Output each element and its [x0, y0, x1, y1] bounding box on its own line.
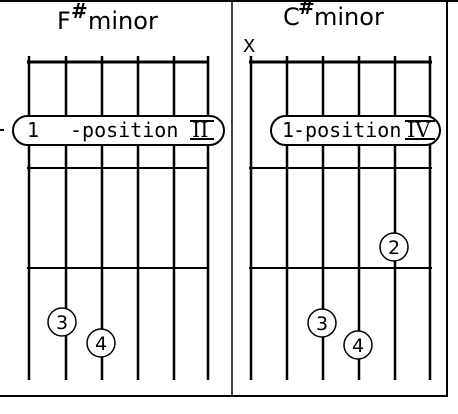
finger-circle [86, 328, 116, 358]
barre-indicator: 1 -position IV [270, 115, 441, 146]
finger-circle [47, 307, 77, 337]
barre-capsule [12, 115, 225, 146]
chord-accidental: # [71, 0, 88, 23]
chord-diagram-c-sharp-minor: C # minor X 1 -position IV 2 [243, 0, 441, 380]
chord-quality: minor [88, 7, 158, 35]
chord-root: F [57, 7, 71, 35]
finger-circle [379, 232, 409, 262]
fretboard [27, 56, 210, 380]
chord-root: C [283, 3, 300, 31]
finger-circle [307, 308, 337, 338]
chord-quality: minor [314, 3, 384, 31]
finger-number: 2 [388, 237, 400, 259]
roman-bar-top [190, 120, 214, 122]
chord-diagram-f-sharp-minor: F # minor 1 -position II 3 [0, 0, 225, 380]
finger-dot: 3 [47, 307, 77, 337]
barre-capsule [270, 115, 441, 146]
position-roman: II [192, 118, 209, 142]
finger-number: 4 [352, 335, 364, 357]
roman-bar-bottom [405, 138, 435, 140]
barre-finger: 1 [27, 118, 39, 142]
barre-label: -position [70, 118, 178, 142]
muted-string-marker: X [243, 36, 255, 57]
finger-dot: 2 [379, 232, 409, 262]
barre-finger: 1 [282, 118, 294, 142]
barre-indicator: 1 -position II [12, 115, 225, 146]
finger-dot: 4 [343, 330, 373, 360]
fretboard [249, 56, 432, 380]
finger-number: 4 [95, 333, 107, 355]
barre-label: -position [293, 118, 401, 142]
chord-accidental: # [298, 0, 315, 19]
finger-number: 3 [56, 312, 68, 334]
finger-dot: 4 [86, 328, 116, 358]
finger-dot: 3 [307, 308, 337, 338]
roman-bar-top [405, 120, 435, 122]
finger-number: 3 [316, 313, 328, 335]
finger-circle [343, 330, 373, 360]
roman-bar-bottom [190, 138, 214, 140]
